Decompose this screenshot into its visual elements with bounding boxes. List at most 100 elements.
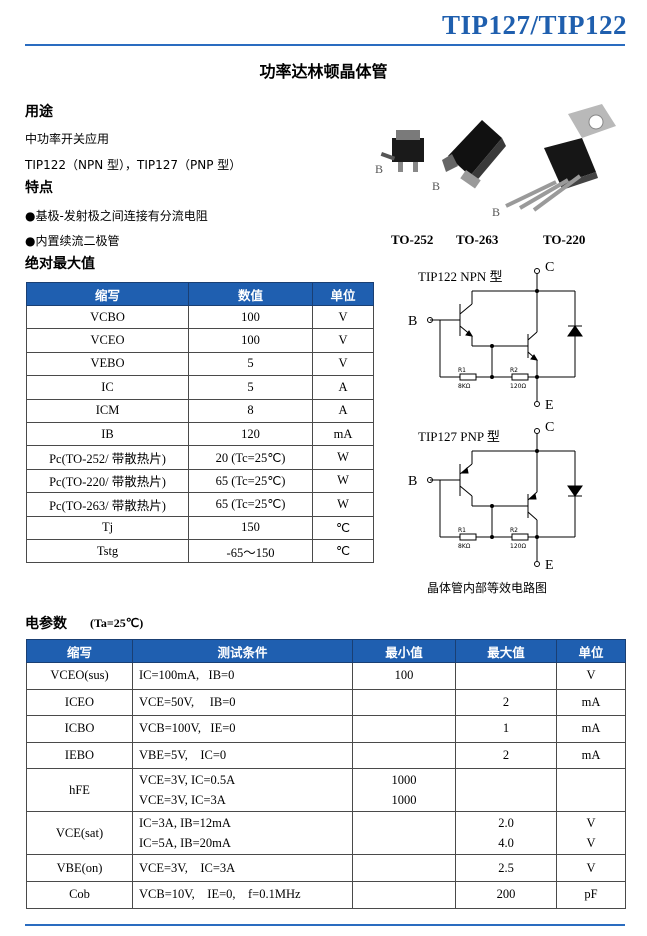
r2-label: R2 bbox=[510, 367, 518, 374]
elec-condition: (Ta=25℃) bbox=[90, 616, 144, 630]
r1-label: R1 bbox=[458, 367, 466, 374]
abs-unit: W bbox=[312, 445, 374, 470]
abs-sym: VCBO bbox=[26, 304, 189, 330]
datasheet-part-title: TIP127/TIP122 bbox=[441, 10, 627, 40]
abs-unit: V bbox=[312, 351, 374, 377]
abs-max-heading: 绝对最大值 bbox=[25, 256, 95, 272]
abs-unit: ℃ bbox=[312, 538, 374, 564]
elec-col-cond: 测试条件 bbox=[132, 639, 353, 663]
elec-params-table: 缩写 测试条件 最小值 最大值 单位 VCEO(sus)IC=100mA, IB… bbox=[26, 639, 626, 909]
abs-sym: Pc(TO-220/ 带散热片) bbox=[26, 468, 189, 494]
elec-max: 200 bbox=[455, 880, 557, 909]
abs-col-sym: 缩写 bbox=[26, 282, 189, 306]
abs-value: 100 bbox=[188, 304, 313, 330]
abs-unit: W bbox=[312, 492, 374, 517]
elec-cond: VCB=10V, IE=0, f=0.1MHz bbox=[132, 880, 353, 909]
abs-sym: ICM bbox=[26, 398, 189, 423]
abs-sym: Pc(TO-263/ 带散热片) bbox=[26, 492, 189, 517]
abs-sym: IB bbox=[26, 421, 189, 447]
r2-value: 120Ω bbox=[510, 383, 526, 390]
abs-value: -65～150 bbox=[188, 538, 313, 564]
elec-unit: V V bbox=[556, 811, 626, 856]
elec-min bbox=[352, 880, 456, 909]
elec-sym: ICEO bbox=[26, 688, 133, 717]
abs-value: 5 bbox=[188, 375, 313, 400]
elec-col-unit: 单位 bbox=[556, 639, 626, 663]
elec-sym: ICBO bbox=[26, 715, 133, 743]
footer-rule bbox=[25, 924, 625, 926]
elec-min: 1000 1000 bbox=[352, 768, 456, 813]
pnp-circuit-diagram: C B E R1 8KΩ R2 120Ω bbox=[408, 420, 583, 573]
abs-value: 100 bbox=[188, 328, 313, 353]
elec-col-max: 最大值 bbox=[455, 639, 557, 663]
pnp-circuit-title: TIP127 PNP 型 bbox=[418, 429, 500, 444]
elec-cond: IC=100mA, IB=0 bbox=[132, 662, 353, 690]
npn-circuit-title: TIP122 NPN 型 bbox=[418, 269, 503, 284]
pin-c-label: C bbox=[545, 420, 554, 435]
page-title: 功率达林顿晶体管 bbox=[259, 62, 388, 81]
elec-unit: V bbox=[556, 854, 626, 882]
pin-b-label: B bbox=[408, 474, 417, 489]
elec-min bbox=[352, 715, 456, 743]
elec-sym: VCE(sat) bbox=[26, 811, 133, 856]
elec-cond: VBE=5V, IC=0 bbox=[132, 741, 353, 770]
abs-value: 8 bbox=[188, 398, 313, 423]
package-images: B B B bbox=[375, 104, 616, 219]
table-row: Pc(TO-263/ 带散热片)65 (Tc=25℃)W bbox=[26, 492, 374, 517]
elec-unit: V bbox=[556, 662, 626, 690]
header-rule bbox=[25, 44, 625, 46]
pin-b-label: B bbox=[408, 314, 417, 329]
elec-heading: 电参数 bbox=[25, 616, 67, 632]
abs-value: 120 bbox=[188, 421, 313, 447]
uses-heading: 用途 bbox=[25, 104, 53, 120]
elec-min bbox=[352, 688, 456, 717]
to220-package-image bbox=[505, 104, 616, 212]
abs-col-value: 数值 bbox=[188, 282, 313, 306]
elec-cond: VCE=3V, IC=3A bbox=[132, 854, 353, 882]
package-label-to252: TO-252 bbox=[391, 232, 434, 247]
elec-sym: IEBO bbox=[26, 741, 133, 770]
elec-unit: mA bbox=[556, 741, 626, 770]
abs-unit: V bbox=[312, 304, 374, 330]
abs-value: 65 (Tc=25℃) bbox=[188, 492, 313, 517]
pin-b-label: B bbox=[375, 162, 383, 176]
uses-line-1: 中功率开关应用 bbox=[25, 132, 110, 146]
abs-unit: ℃ bbox=[312, 515, 374, 540]
elec-max: 2 bbox=[455, 688, 557, 717]
abs-sym: IC bbox=[26, 375, 189, 400]
r1-label: R1 bbox=[458, 527, 466, 534]
r1-value: 8KΩ bbox=[458, 383, 471, 390]
elec-max: 2.0 4.0 bbox=[455, 811, 557, 856]
elec-max: 1 bbox=[455, 715, 557, 743]
elec-col-sym: 缩写 bbox=[26, 639, 133, 663]
elec-min bbox=[352, 854, 456, 882]
elec-max bbox=[455, 768, 557, 813]
features-heading: 特点 bbox=[25, 180, 53, 196]
elec-unit: mA bbox=[556, 715, 626, 743]
abs-value: 150 bbox=[188, 515, 313, 540]
pin-b-label: B bbox=[492, 205, 500, 219]
npn-circuit-diagram: C B E R1 8KΩ R2 120Ω bbox=[408, 260, 583, 413]
to252-package-image bbox=[380, 130, 424, 172]
elec-col-min: 最小值 bbox=[352, 639, 456, 663]
elec-cond: VCE=3V, IC=0.5A VCE=3V, IC=3A bbox=[132, 768, 353, 813]
elec-unit: pF bbox=[556, 880, 626, 909]
abs-sym: Pc(TO-252/ 带散热片) bbox=[26, 445, 189, 470]
table-row: Tstg-65～150℃ bbox=[26, 538, 374, 564]
elec-unit: mA bbox=[556, 688, 626, 717]
abs-col-unit: 单位 bbox=[312, 282, 374, 306]
elec-cond: VCB=100V, IE=0 bbox=[132, 715, 353, 743]
uses-line-2: TIP122（NPN 型），TIP127（PNP 型） bbox=[25, 158, 242, 172]
package-label-to220: TO-220 bbox=[543, 232, 586, 247]
table-row: Pc(TO-252/ 带散热片)20 (Tc=25℃)W bbox=[26, 445, 374, 470]
abs-sym: VCEO bbox=[26, 328, 189, 353]
